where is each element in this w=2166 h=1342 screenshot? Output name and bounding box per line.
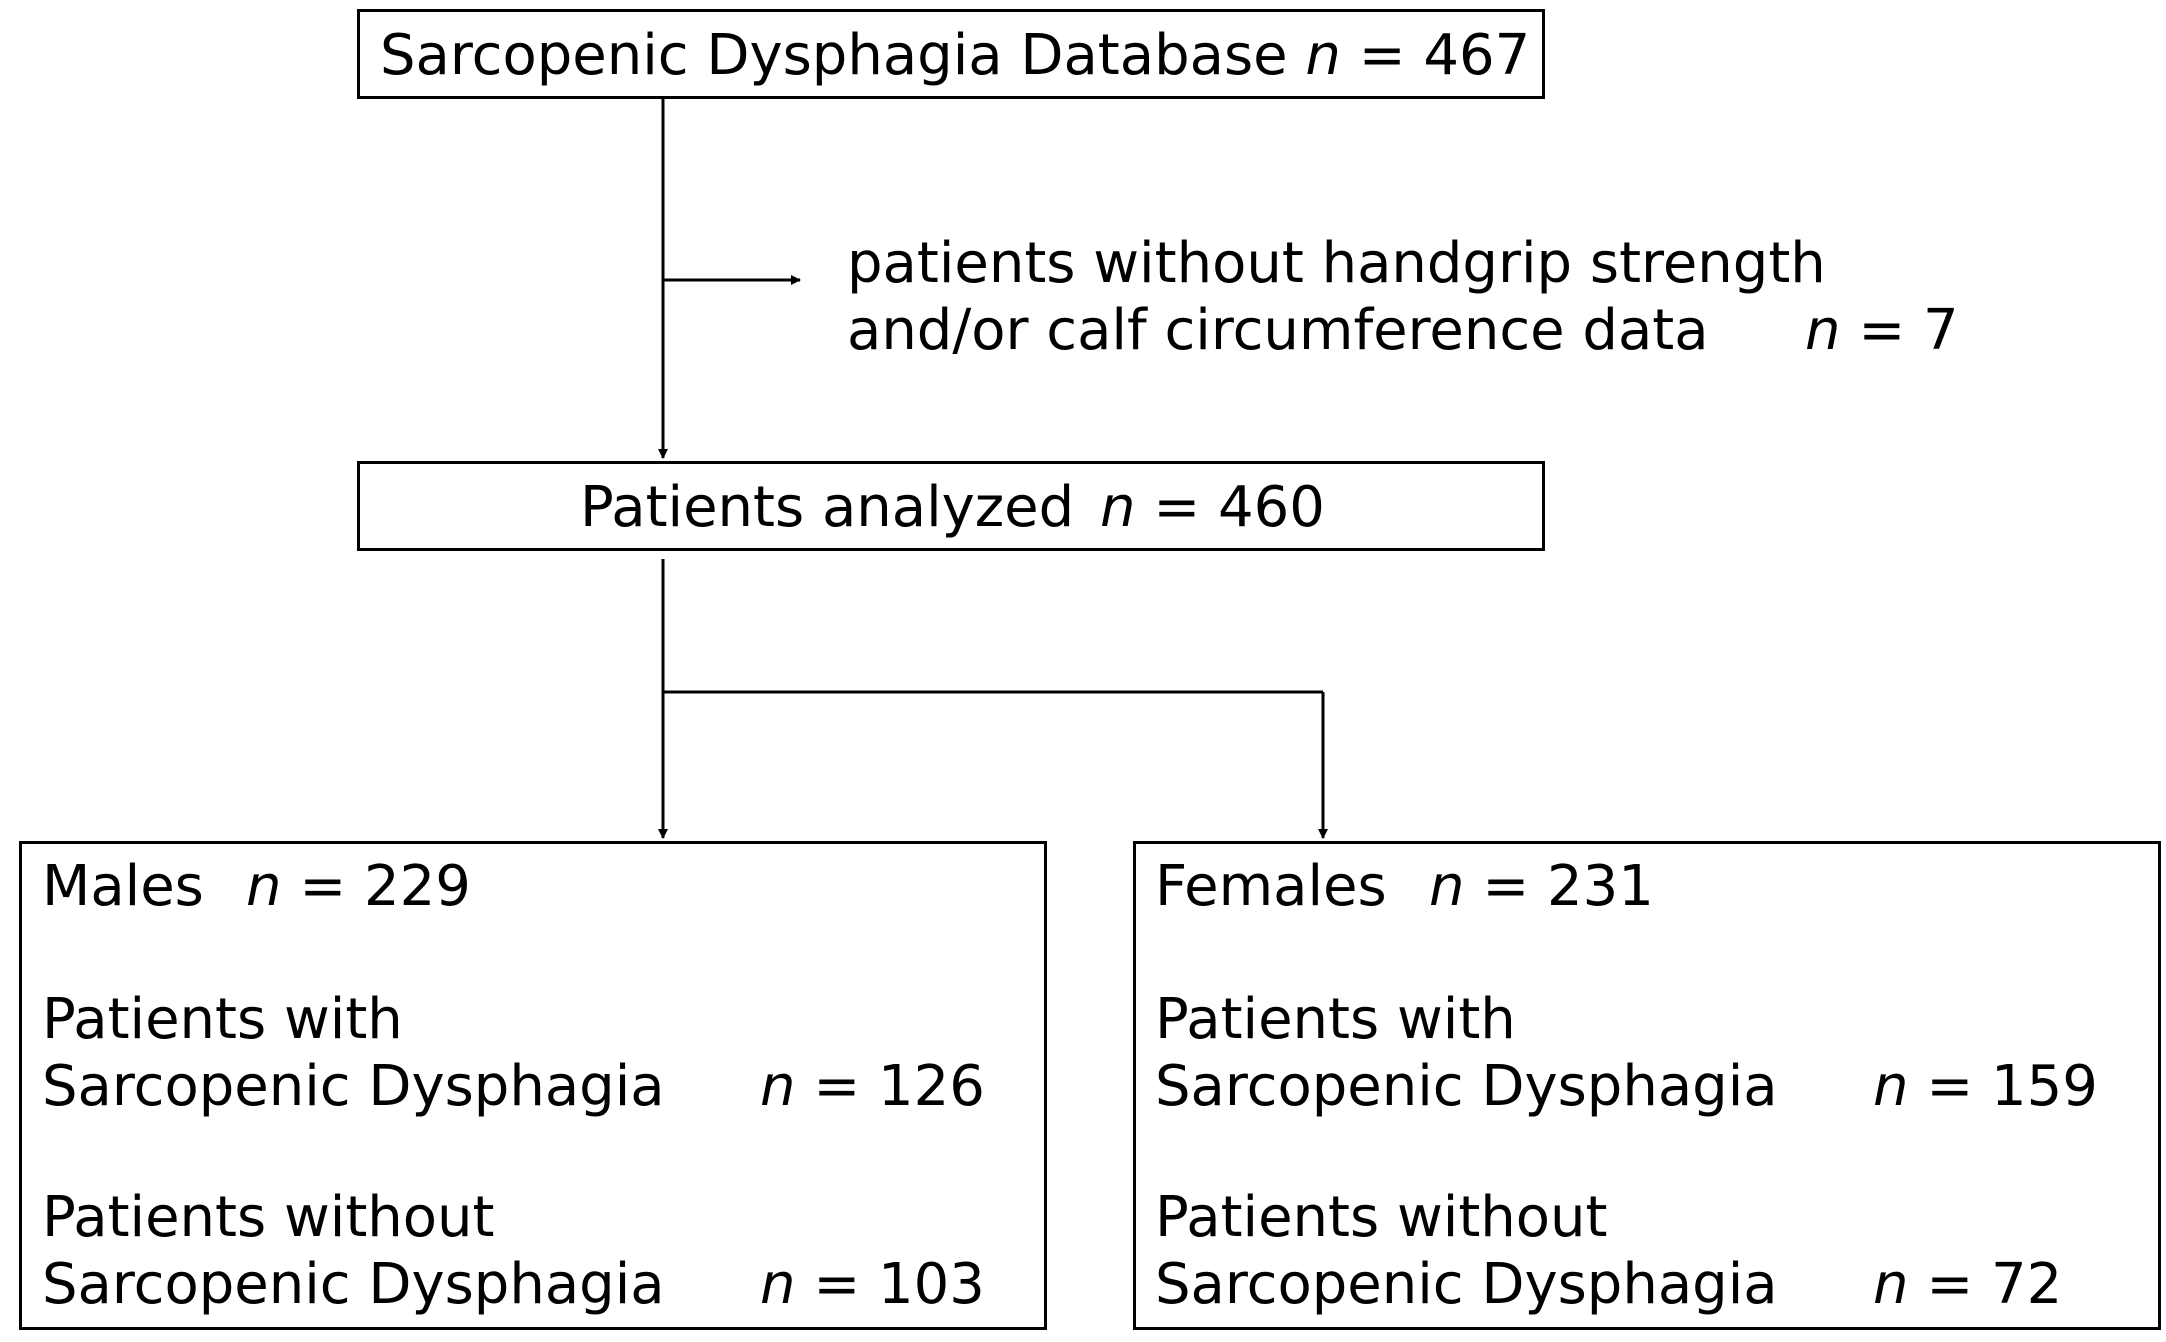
females-without-line2: Sarcopenic Dysphagia bbox=[1155, 1252, 1778, 1317]
females-without-n-symbol: n bbox=[1873, 1252, 1909, 1317]
analyzed-n-symbol: n bbox=[1100, 475, 1136, 540]
males-with-n: n = 126 bbox=[760, 1059, 985, 1115]
females-with-n-value: = 159 bbox=[1926, 1054, 2098, 1119]
males-without-n: n = 103 bbox=[760, 1257, 985, 1313]
exclusion-n-symbol: n bbox=[1805, 298, 1841, 363]
exclusion-line1: patients without handgrip strength bbox=[847, 231, 1826, 296]
females-with-n: n = 159 bbox=[1873, 1059, 2098, 1115]
females-without-n-value: = 72 bbox=[1926, 1252, 2063, 1317]
females-n-symbol: n bbox=[1429, 854, 1465, 919]
males-n-value: = 229 bbox=[299, 854, 471, 919]
females-n-value: = 231 bbox=[1482, 854, 1654, 919]
exclusion-n-value: = 7 bbox=[1858, 298, 1959, 363]
females-with-line1: Patients with bbox=[1155, 987, 1516, 1052]
females-with-line2: Sarcopenic Dysphagia bbox=[1155, 1054, 1778, 1119]
females-label: Females bbox=[1155, 854, 1387, 919]
exclusion-n: n = 7 bbox=[1805, 303, 1959, 359]
females-without-line1: Patients without bbox=[1155, 1185, 1608, 1250]
males-with-n-symbol: n bbox=[760, 1054, 796, 1119]
males-n: n = 229 bbox=[246, 859, 471, 915]
database-label: Sarcopenic Dysphagia Database bbox=[380, 23, 1288, 88]
males-with-line1: Patients with bbox=[42, 987, 403, 1052]
analyzed-box bbox=[357, 461, 1545, 551]
analyzed-label: Patients analyzed bbox=[580, 475, 1075, 540]
females-without-n: n = 72 bbox=[1873, 1257, 2062, 1313]
database-text: Sarcopenic Dysphagia Database n = 467 bbox=[380, 28, 1530, 84]
exclusion-line2: and/or calf circumference data bbox=[847, 298, 1709, 363]
males-label: Males bbox=[42, 854, 204, 919]
males-without-n-symbol: n bbox=[760, 1252, 796, 1317]
females-box bbox=[1133, 841, 2161, 1330]
males-with-line2: Sarcopenic Dysphagia bbox=[42, 1054, 665, 1119]
males-without-line1: Patients without bbox=[42, 1185, 495, 1250]
analyzed-n-value: = 460 bbox=[1153, 475, 1325, 540]
males-with-n-value: = 126 bbox=[813, 1054, 985, 1119]
analyzed-n: n = 460 bbox=[1100, 480, 1325, 536]
males-without-n-value: = 103 bbox=[813, 1252, 985, 1317]
database-n-symbol: n bbox=[1305, 23, 1341, 88]
database-n-value: = 467 bbox=[1358, 23, 1531, 88]
females-n: n = 231 bbox=[1429, 859, 1654, 915]
females-with-n-symbol: n bbox=[1873, 1054, 1909, 1119]
database-box bbox=[357, 9, 1545, 99]
males-without-line2: Sarcopenic Dysphagia bbox=[42, 1252, 665, 1317]
males-n-symbol: n bbox=[246, 854, 282, 919]
males-box bbox=[19, 841, 1047, 1330]
